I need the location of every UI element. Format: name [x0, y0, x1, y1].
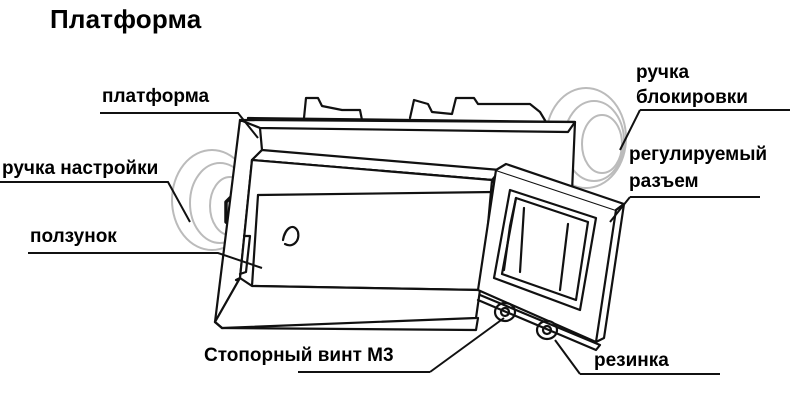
label-rubber: резинка — [594, 350, 669, 371]
leader-set-screw — [298, 317, 505, 373]
leader-lock-knob — [619, 109, 790, 151]
leader-rubber — [554, 339, 720, 375]
leader-adjust-knob — [0, 181, 191, 223]
slider-hole — [281, 225, 300, 247]
leader-platform — [100, 112, 259, 139]
slot-frame-right-side — [594, 202, 626, 344]
slider-bottom-line — [250, 193, 260, 288]
diagram-title: Платформа — [50, 4, 202, 34]
label-lock-knob-line2: блокировки — [636, 87, 748, 108]
label-slider: ползунок — [30, 226, 117, 247]
leader-slider — [28, 252, 263, 269]
label-adjustable-slot-line2: разъем — [629, 171, 699, 192]
label-platform: платформа — [102, 86, 210, 107]
screw-bracket — [476, 293, 602, 352]
slider-edge — [238, 234, 252, 276]
label-set-screw: Стопорный винт М3 — [204, 345, 394, 366]
slider-top-line — [256, 190, 496, 197]
label-adjustable-slot-line1: регулируемый — [629, 144, 768, 165]
slider-body — [234, 158, 494, 292]
top-notch-right — [408, 96, 548, 124]
leader-adjustable-slot — [609, 196, 760, 223]
slot-opening-outer — [492, 188, 598, 312]
label-lock-knob-line1: ручка — [636, 62, 690, 83]
top-notch-left — [302, 96, 364, 122]
slot-inner-bar — [518, 206, 570, 292]
base-plate-edge — [213, 316, 480, 332]
label-adjust-knob: ручка настройки — [2, 158, 159, 179]
slot-opening-depth — [502, 196, 518, 272]
